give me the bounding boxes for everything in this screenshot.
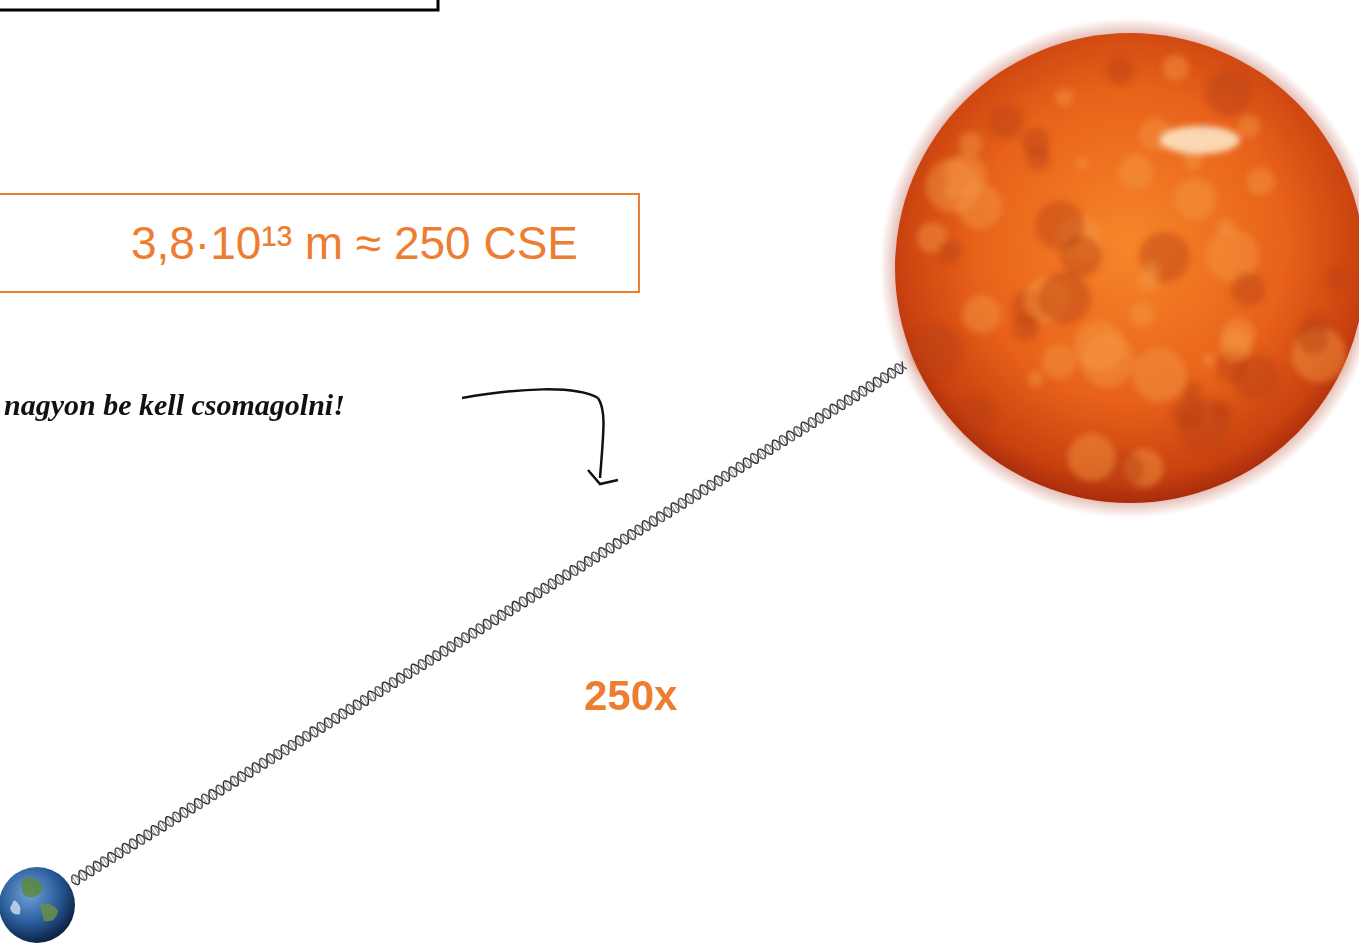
earth bbox=[0, 867, 75, 943]
frame-box bbox=[0, 0, 438, 10]
multiplier-label: 250x bbox=[584, 672, 677, 720]
leader-line bbox=[598, 398, 604, 478]
distance-value: 3,8·10¹³ m ≈ 250 CSE bbox=[131, 216, 578, 270]
arrow-head bbox=[588, 470, 618, 484]
handwritten-note: nagyon be kell csomagolni! bbox=[4, 388, 345, 422]
value-box: 3,8·10¹³ m ≈ 250 CSE bbox=[0, 193, 640, 293]
dna-helix bbox=[72, 361, 907, 884]
leader-line bbox=[462, 389, 598, 398]
sun bbox=[880, 18, 1359, 518]
